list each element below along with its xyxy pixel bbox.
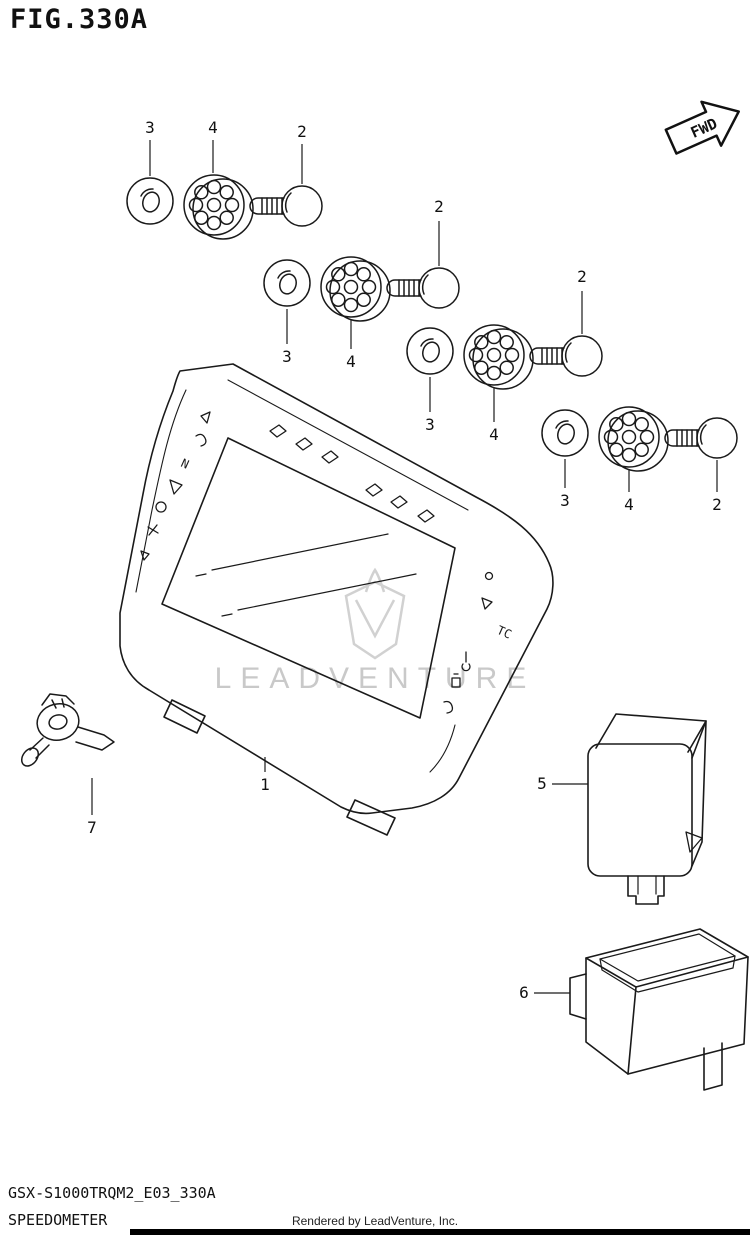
footer-part-code: GSX-S1000TRQM2_E03_330A <box>8 1184 216 1202</box>
footer-diagram-name: SPEEDOMETER <box>8 1211 108 1229</box>
cluster-left-indicator-icons <box>140 411 211 561</box>
footer-bar <box>130 1229 750 1235</box>
cluster-top-indicator-icons <box>269 424 435 523</box>
callout-4-set2: 4 <box>346 352 356 371</box>
callout-4-set1: 4 <box>208 118 218 137</box>
callout-7: 7 <box>87 818 97 837</box>
leadventure-watermark-logo <box>344 567 406 660</box>
hardware-set-3 <box>406 324 603 390</box>
callout-1: 1 <box>260 775 270 794</box>
callout-5: 5 <box>537 774 547 793</box>
cluster-right-indicator-icons <box>443 571 494 714</box>
callout-6: 6 <box>519 983 529 1002</box>
part-6-holder <box>569 928 749 1091</box>
callout-3-set3: 3 <box>425 415 435 434</box>
leadventure-watermark-text: LEADVENTURE <box>215 662 536 695</box>
hardware-set-2 <box>263 256 460 322</box>
part-1-speedometer-unit <box>119 363 554 836</box>
fwd-arrow-icon: FWD <box>664 100 740 155</box>
callout-3-set2: 3 <box>282 347 292 366</box>
footer-rendered-by: Rendered by LeadVenture, Inc. <box>291 1214 459 1228</box>
figure-title: FIG.330A <box>10 4 149 35</box>
callout-2-set4: 2 <box>712 495 722 514</box>
callout-labels: 3 4 2 2 3 4 2 3 4 3 4 2 1 7 5 6 <box>87 118 722 1002</box>
callout-3-set1: 3 <box>145 118 155 137</box>
neutral-indicator-icon: N <box>179 456 191 472</box>
callout-4-set4: 4 <box>624 495 634 514</box>
traction-control-indicator-icon: TC <box>495 623 514 642</box>
hardware-set-1 <box>126 174 323 240</box>
callout-2-set1: 2 <box>297 122 307 141</box>
callout-3-set4: 3 <box>560 491 570 510</box>
callout-2-set3: 2 <box>577 267 587 286</box>
part-5-relay <box>587 713 707 905</box>
callout-leader-lines <box>91 140 718 994</box>
part-7-bracket <box>20 693 115 767</box>
hardware-set-4 <box>541 406 738 472</box>
callout-2-set2: 2 <box>434 197 444 216</box>
callout-4-set3: 4 <box>489 425 499 444</box>
